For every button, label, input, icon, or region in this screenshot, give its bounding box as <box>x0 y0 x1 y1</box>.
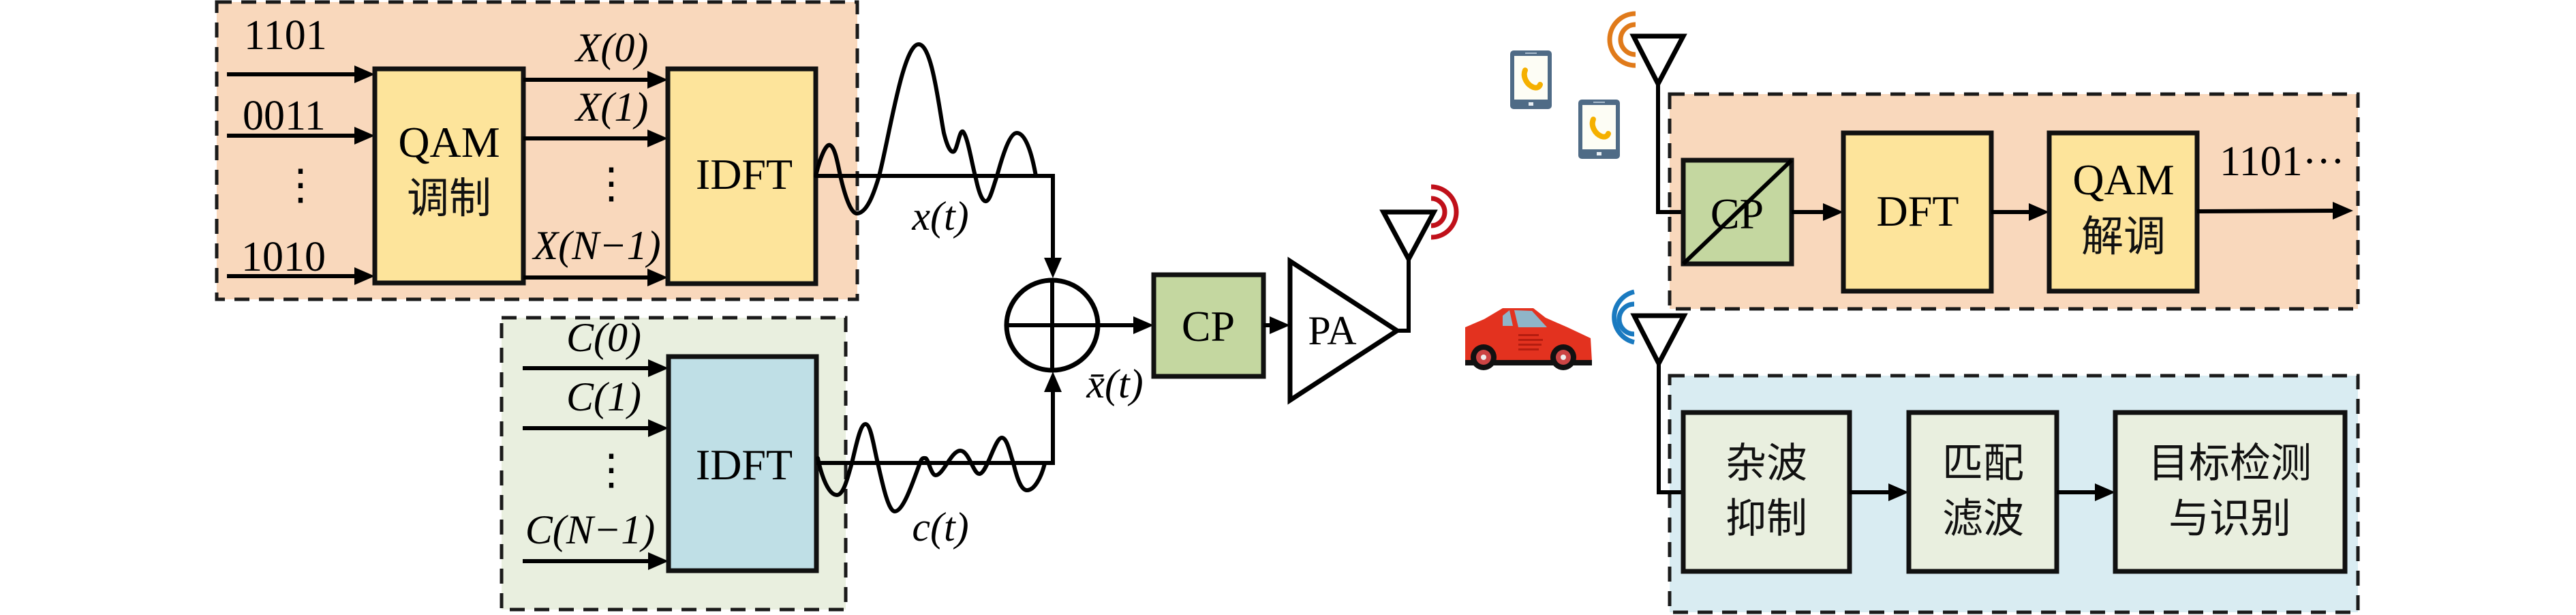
car-icon <box>1465 308 1592 370</box>
rx-sensing-region: 杂波 抑制 匹配 滤波 目标检测 与识别 <box>1612 289 2360 614</box>
clutter-suppression-label-2: 抑制 <box>1726 495 1807 543</box>
comm-waveform <box>814 42 1038 215</box>
sense-symbol-dots: ⋮ <box>590 447 632 494</box>
clutter-suppression-block[interactable] <box>1681 410 1852 574</box>
matched-filter-label-2: 滤波 <box>1942 495 2024 543</box>
sensing-signal-path: c(t) <box>816 372 1062 550</box>
qam-demodulator-label-cn: 解调 <box>2081 211 2166 261</box>
symbol-arrows <box>523 71 668 286</box>
matched-filter-label-1: 匹配 <box>1942 440 2024 487</box>
phone-icon <box>1510 50 1552 109</box>
adder-icon <box>1004 278 1101 373</box>
sensing-signal-label: c(t) <box>912 505 968 550</box>
sense-symbol-label-cn1: C(N−1) <box>525 507 656 552</box>
qam-modulator-block[interactable] <box>372 66 526 286</box>
tx-comm-region: 1101 0011 ⋮ 1010 QAM 调制 X(0) X(1) ⋮ X(N−… <box>215 0 859 301</box>
dft-label: DFT <box>1877 187 1959 235</box>
power-amp-label: PA <box>1308 308 1356 353</box>
symbol-label-xn1: X(N−1) <box>532 223 660 268</box>
bit-input-label-1: 0011 <box>243 93 326 139</box>
qam-demodulator-label: QAM <box>2072 155 2174 204</box>
bit-input-arrows <box>227 65 375 285</box>
bit-input-label-3: 1010 <box>241 234 326 280</box>
combined-signal-label: x̄(t) <box>1086 361 1143 406</box>
output-bits-label: 1101··· <box>2220 138 2345 185</box>
qam-modulator-label-cn: 调制 <box>407 173 491 223</box>
target-detection-label-1: 目标检测 <box>2148 440 2312 487</box>
tx-antenna-icon <box>1379 184 1459 265</box>
phone-icon <box>1578 100 1620 159</box>
clutter-suppression-label-1: 杂波 <box>1726 440 1807 487</box>
idft-comm-label: IDFT <box>696 150 793 198</box>
cp-add-block[interactable] <box>1151 272 1266 379</box>
qam-demodulator-block[interactable] <box>2046 130 2200 294</box>
rx-comm-region: CP DFT QAM 解调 1101··· <box>1607 11 2360 311</box>
bit-input-dots: ⋮ <box>279 162 322 209</box>
target-detection-label-2: 与识别 <box>2168 495 2291 543</box>
idft-comm-block[interactable] <box>665 66 818 286</box>
dft-block[interactable] <box>1841 130 1994 294</box>
amplifier-icon[interactable]: PA <box>1287 256 1402 405</box>
sense-symbol-arrows <box>523 359 669 570</box>
cp-add-label: CP <box>1182 302 1235 350</box>
bit-input-label-0: 1101 <box>244 12 327 59</box>
matched-filter-block[interactable] <box>1906 410 2059 574</box>
sense-symbol-label-c1: C(1) <box>566 374 641 419</box>
symbol-dots-x: ⋮ <box>590 161 632 207</box>
cp-remove-block[interactable]: CP <box>1681 158 1794 267</box>
symbol-label-x0: X(0) <box>574 25 649 70</box>
qam-modulator-label: QAM <box>398 118 500 166</box>
rx-comm-antenna-icon <box>1607 11 1687 89</box>
target-detection-block[interactable] <box>2113 410 2348 574</box>
comm-signal-label: x(t) <box>911 194 968 239</box>
sense-symbol-label-c0: C(0) <box>566 315 641 360</box>
symbol-label-x1: X(1) <box>574 85 649 130</box>
comm-signal-path: x(t) <box>814 42 1062 278</box>
rx-sensing-antenna-icon <box>1612 289 1688 369</box>
idft-sensing-label: IDFT <box>696 440 793 489</box>
tx-sensing-region: C(0) C(1) ⋮ C(N−1) IDFT <box>500 315 848 612</box>
sensing-waveform <box>816 422 1047 513</box>
